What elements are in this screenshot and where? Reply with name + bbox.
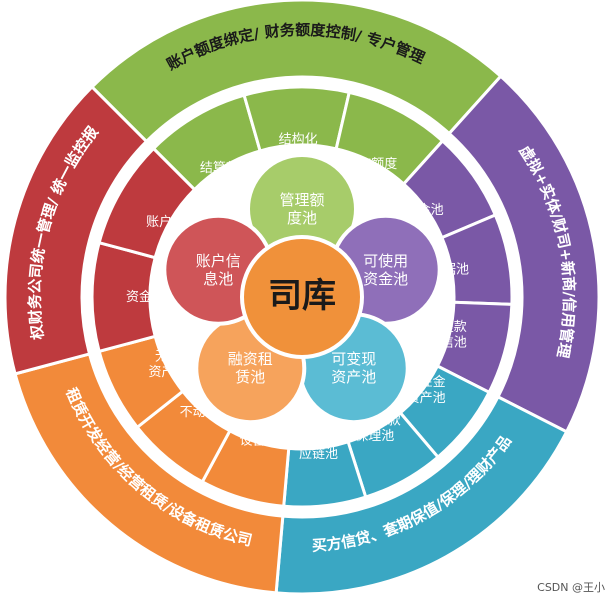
center-circle xyxy=(240,235,364,359)
pool-label-available: 可使用资金池 xyxy=(363,251,408,287)
pool-label-account: 账户信息池 xyxy=(196,251,241,287)
item-label-liquid-2: 存货供应链池 xyxy=(299,430,338,462)
item-label-mgmt-0: 结算额度 xyxy=(200,159,252,175)
pool-label-leasing: 融资租赁池 xyxy=(228,350,273,386)
item-label-available-2: 可提款授信池 xyxy=(428,318,467,350)
item-label-leasing-2: 无形资产池 xyxy=(148,349,187,380)
item-label-mgmt-2: 提存额度 xyxy=(345,155,397,171)
pool-label-mgmt: 管理额度池 xyxy=(279,191,324,227)
pool-label-liquid: 可变现资产池 xyxy=(331,350,376,386)
item-cell-account-1 xyxy=(97,146,197,260)
item-label-available-0: 资金池 xyxy=(405,201,444,217)
item-label-leasing-0: 设备池 xyxy=(239,432,278,448)
watermark: CSDN @王小 xyxy=(537,581,605,594)
center-label: 司库 xyxy=(268,276,336,316)
item-label-account-0: 资金监控 xyxy=(126,289,178,305)
